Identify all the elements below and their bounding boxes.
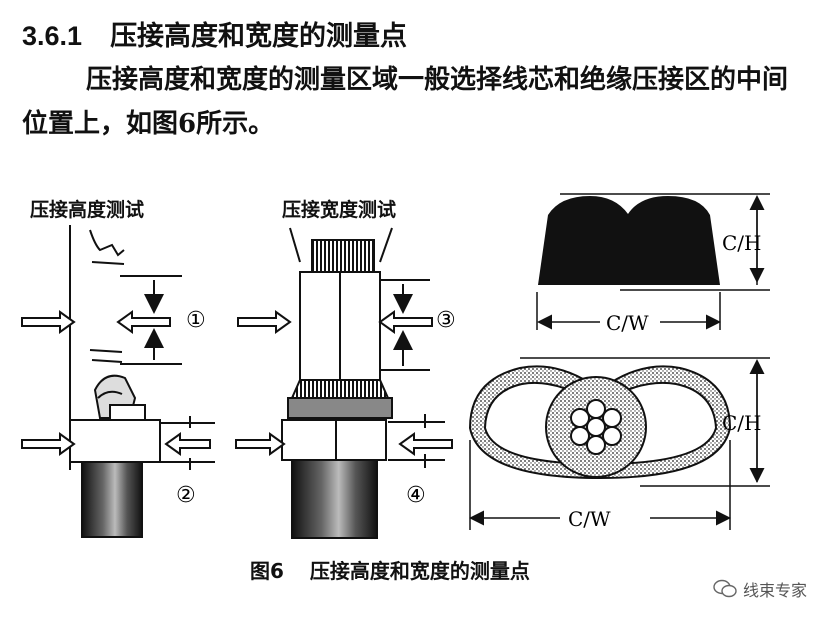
wechat-icon — [713, 579, 737, 598]
caption-text: 压接高度和宽度的测量点 — [309, 559, 530, 583]
section-number: 3.6.1 — [22, 21, 83, 51]
watermark: 线束专家 — [713, 577, 807, 601]
width-test-label: 压接宽度测试 — [282, 199, 397, 221]
height-test-drawing — [21, 225, 215, 538]
paragraph-text: 压接高度和宽度的测量区域一般选择线芯和绝缘压接区的中间位置上，如图6所示。 — [22, 65, 789, 139]
width-test-drawing — [235, 227, 453, 539]
caption-number: 图6 — [250, 559, 284, 583]
section-heading: 3.6.1 压接高度和宽度的测量点 — [22, 14, 407, 53]
height-test-label: 压接高度测试 — [30, 199, 145, 221]
marker-4: ④ — [406, 483, 426, 508]
ch-label-top: C/H — [722, 231, 761, 255]
marker-3: ③ — [436, 308, 456, 333]
conductor-crimp-section — [468, 357, 770, 530]
cw-label-top: C/W — [606, 311, 649, 335]
figure-caption: 图6 压接高度和宽度的测量点 — [250, 555, 530, 584]
section-title: 压接高度和宽度的测量点 — [110, 21, 408, 52]
cw-label-bottom: C/W — [568, 507, 611, 531]
ch-label-bottom: C/H — [722, 411, 761, 435]
marker-2: ② — [176, 483, 196, 508]
watermark-text: 线束专家 — [742, 581, 807, 600]
marker-1: ① — [186, 308, 206, 333]
body-paragraph: 压接高度和宽度的测量区域一般选择线芯和绝缘压接区的中间位置上，如图6所示。 — [22, 58, 812, 146]
insulation-crimp-section — [536, 193, 770, 330]
